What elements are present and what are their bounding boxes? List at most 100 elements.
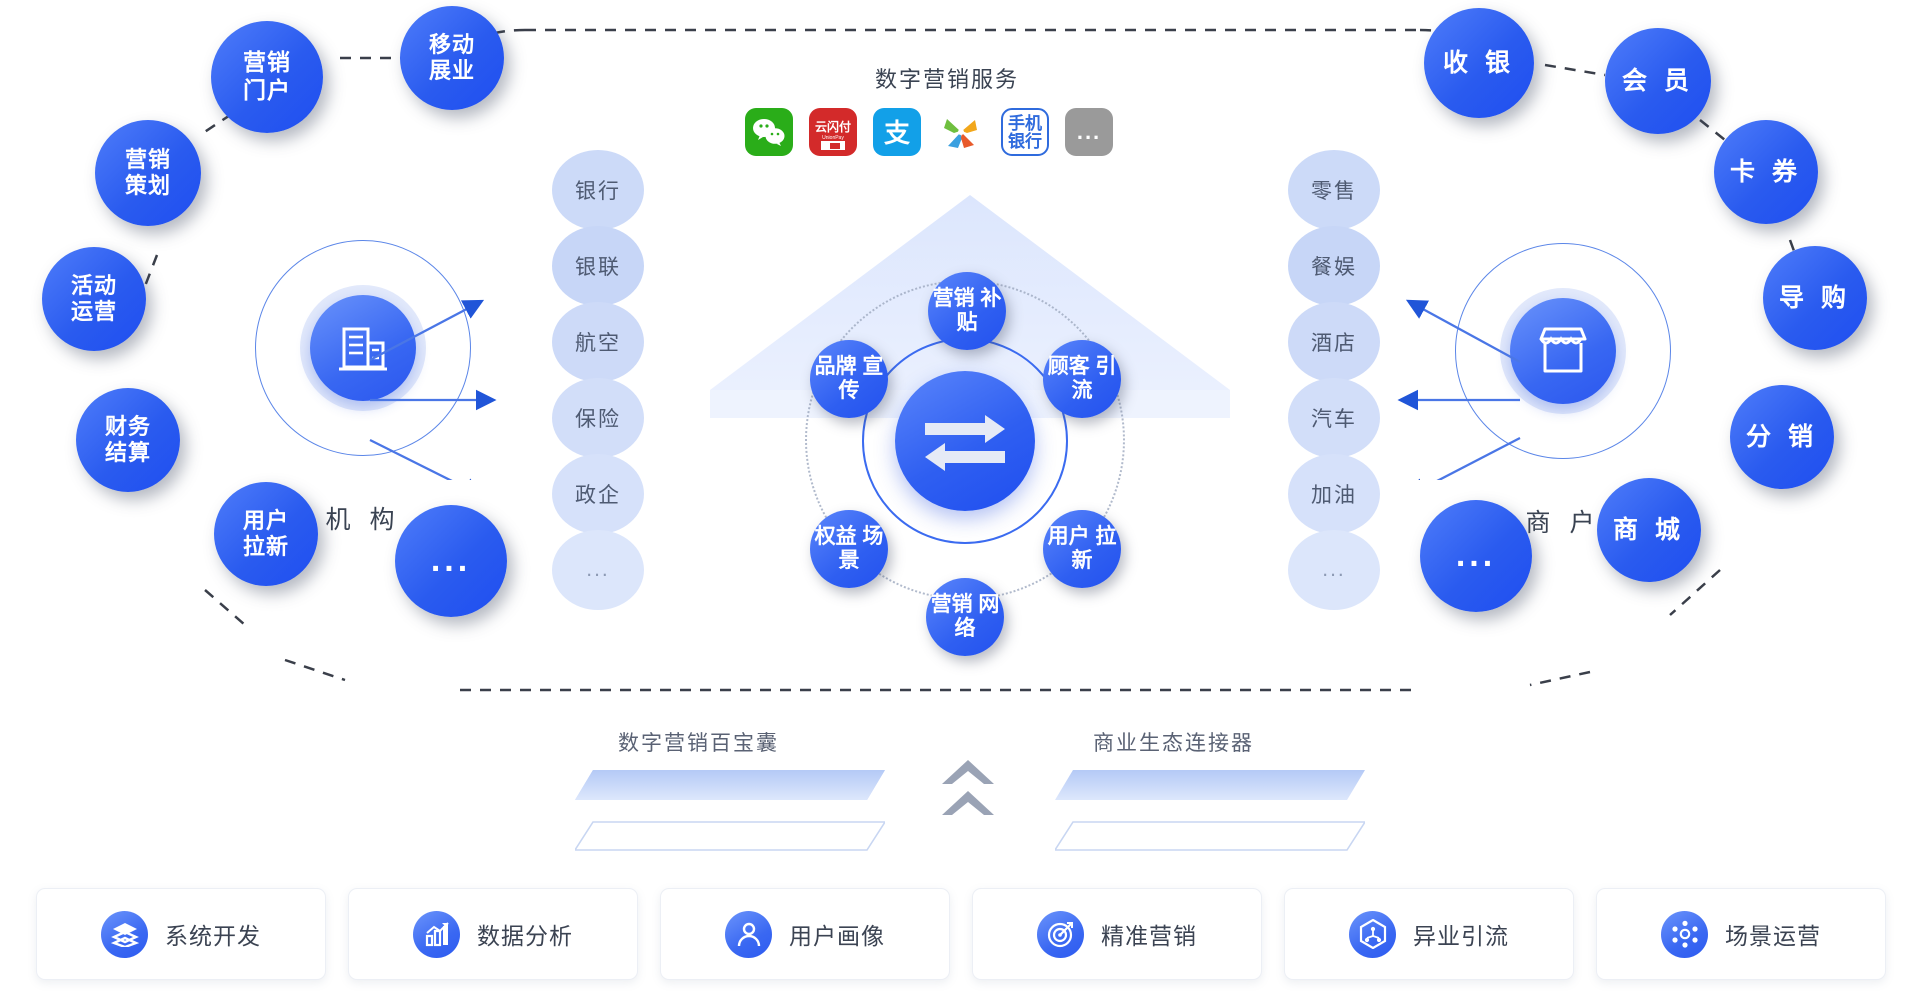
capability-card-5-label: 场景运营 [1725, 923, 1821, 949]
institution-outer-ring [255, 240, 471, 456]
platform-slab-right [1055, 770, 1365, 851]
merchant-category-2-label: 酒店 [1311, 332, 1357, 355]
scene-nodes-icon [1661, 910, 1708, 958]
eco-left-3-l1: 活动 [70, 272, 117, 298]
alipay-icon[interactable]: 支 [873, 108, 921, 156]
payment-icons-row: 云闪付 UnionPay 支 手机 银行 [745, 108, 1113, 156]
bank-pinwheel-icon[interactable] [937, 108, 985, 156]
institution-category-4[interactable]: 政企 [552, 454, 644, 534]
institution-category-5[interactable]: ... [552, 530, 644, 610]
institution-category-0-label: 银行 [575, 180, 621, 203]
eco-left-6[interactable]: ... [395, 505, 507, 617]
institution-category-3[interactable]: 保险 [552, 378, 644, 458]
hub-sat-3-l1: 营销 [930, 592, 973, 616]
service-title: 数字营销服务 [875, 67, 1020, 92]
eco-right-3[interactable]: 导 购 [1763, 246, 1867, 350]
merchant-category-3[interactable]: 汽车 [1288, 378, 1380, 458]
eco-right-4[interactable]: 分 销 [1730, 385, 1834, 489]
merchant-category-2[interactable]: 酒店 [1288, 302, 1380, 382]
merchant-category-4[interactable]: 加油 [1288, 454, 1380, 534]
merchant-category-0-label: 零售 [1311, 180, 1357, 203]
merchant-category-0[interactable]: 零售 [1288, 150, 1380, 230]
eco-right-5-l1: 商 城 [1613, 516, 1685, 544]
eco-left-5-l1: 用户 [242, 507, 289, 533]
hub-sat-2-l1: 用户 [1047, 524, 1090, 548]
target-icon [1037, 910, 1084, 958]
capability-card-0-label: 系统开发 [165, 923, 261, 949]
hub-sat-2-l2: 拉新 [1071, 524, 1117, 572]
eco-left-3-l2: 运营 [70, 299, 117, 324]
institution-category-2-label: 航空 [575, 332, 621, 355]
hub-sat-0-l2: 补贴 [956, 286, 1002, 334]
mobile-bank-icon[interactable]: 手机 银行 [1001, 108, 1049, 156]
eco-left-2-l2: 策划 [124, 173, 171, 198]
institution-category-3-label: 保险 [575, 408, 621, 431]
hub-satellite-2[interactable]: 用户 拉新 [1043, 510, 1121, 588]
eco-right-1[interactable]: 会 员 [1605, 28, 1711, 134]
hub-sat-5-l1: 品牌 [814, 354, 857, 378]
hub-sat-1-l1: 顾客 [1047, 354, 1090, 378]
eco-right-2[interactable]: 卡 券 [1714, 120, 1818, 224]
hub-satellite-3[interactable]: 营销 网络 [926, 578, 1004, 656]
merchant-core [1510, 298, 1616, 404]
institution-category-1[interactable]: 银联 [552, 226, 644, 306]
capability-card-1-label: 数据分析 [477, 923, 573, 949]
eco-left-5-l2: 拉新 [242, 534, 289, 559]
svg-text:支: 支 [884, 118, 910, 148]
wechat-pay-icon[interactable] [745, 108, 793, 156]
eco-left-2-l1: 营销 [124, 146, 171, 172]
capability-card-2-label: 用户画像 [789, 923, 885, 949]
exchange-arrows-icon [925, 415, 1005, 471]
eco-left-4[interactable]: 财务 结算 [76, 388, 180, 492]
eco-left-4-l1: 财务 [104, 413, 151, 439]
eco-left-3[interactable]: 活动 运营 [42, 247, 146, 351]
capability-card-1[interactable]: 数据分析 [348, 888, 638, 980]
unionpay-cloud-quickpass-icon[interactable]: 云闪付 UnionPay [809, 108, 857, 156]
hub-sat-1-l2: 引流 [1071, 354, 1117, 402]
merchant-category-5-label: ... [1322, 558, 1346, 581]
eco-right-0[interactable]: 收 银 [1424, 8, 1534, 118]
user-profile-icon [725, 910, 772, 958]
platform-label-0: 数字营销百宝囊 [618, 732, 779, 755]
eco-left-6-l1: ... [430, 541, 472, 580]
capability-card-2[interactable]: 用户画像 [660, 888, 950, 980]
eco-right-4-l1: 分 销 [1746, 423, 1818, 451]
hub-satellite-5[interactable]: 品牌 宣传 [810, 340, 888, 418]
capability-card-3[interactable]: 精准营销 [972, 888, 1262, 980]
eco-right-6[interactable]: ... [1420, 500, 1532, 612]
eco-left-1[interactable]: 移动 展业 [400, 6, 504, 110]
capability-card-4[interactable]: 异业引流 [1284, 888, 1574, 980]
eco-left-0[interactable]: 营销 门户 [211, 21, 323, 133]
hub-sat-5-l2: 宣传 [838, 354, 884, 402]
institution-category-2[interactable]: 航空 [552, 302, 644, 382]
capability-cards-row: 系统开发 数据分析 用户画像 [36, 888, 1886, 980]
hub-satellite-1[interactable]: 顾客 引流 [1043, 340, 1121, 418]
eco-left-0-l1: 营销 [243, 49, 291, 76]
merchant-arrows [1397, 299, 1521, 480]
hub-core [895, 371, 1035, 511]
merchant-category-1-label: 餐娱 [1311, 256, 1357, 279]
merchant-category-1[interactable]: 餐娱 [1288, 226, 1380, 306]
eco-left-5[interactable]: 用户 拉新 [214, 482, 318, 586]
institution-category-1-label: 银联 [575, 256, 621, 279]
more-payments-icon[interactable]: ... [1065, 108, 1113, 156]
capability-card-0[interactable]: 系统开发 [36, 888, 326, 980]
institution-category-0[interactable]: 银行 [552, 150, 644, 230]
merchant-category-5[interactable]: ... [1288, 530, 1380, 610]
hub-satellite-4[interactable]: 权益 场景 [810, 510, 888, 588]
capability-card-4-label: 异业引流 [1413, 923, 1509, 949]
eco-right-0-l1: 收 银 [1443, 49, 1515, 77]
eco-right-5[interactable]: 商 城 [1597, 478, 1701, 582]
eco-left-0-l2: 门户 [243, 77, 291, 103]
svg-text:云闪付: 云闪付 [815, 119, 851, 134]
hub-satellite-0[interactable]: 营销 补贴 [928, 272, 1006, 350]
eco-left-2[interactable]: 营销 策划 [95, 120, 201, 226]
platform-label-1: 商业生态连接器 [1093, 732, 1254, 755]
eco-left-1-l1: 移动 [428, 31, 475, 57]
capability-card-5[interactable]: 场景运营 [1596, 888, 1886, 980]
layers-icon [101, 910, 148, 958]
capability-card-3-label: 精准营销 [1101, 923, 1197, 949]
more-label: ... [1076, 118, 1102, 144]
eco-right-1-l1: 会 员 [1622, 67, 1694, 95]
